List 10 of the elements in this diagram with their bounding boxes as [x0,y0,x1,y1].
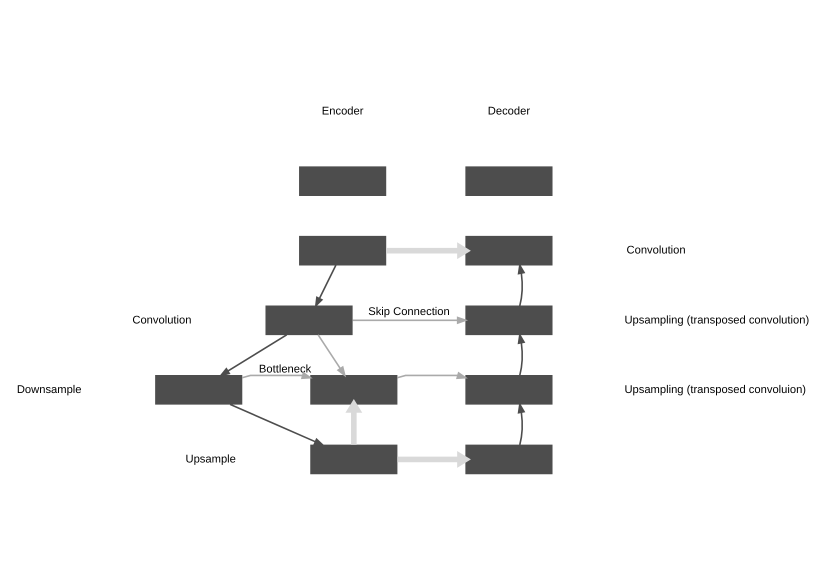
label: Decoder [488,106,530,118]
label: Encoder [322,106,364,118]
edge-label: Skip Connection [368,306,450,318]
label: Upsampling (transposed convolution) [624,314,810,326]
label: Downsample [16,384,82,396]
label: Upsampling (transposed convoluion) [624,384,806,396]
label: Upsample [186,453,236,466]
label: Convolution [132,314,192,326]
node-label: Bottleneck [258,363,312,376]
label: Convolution [626,244,686,257]
